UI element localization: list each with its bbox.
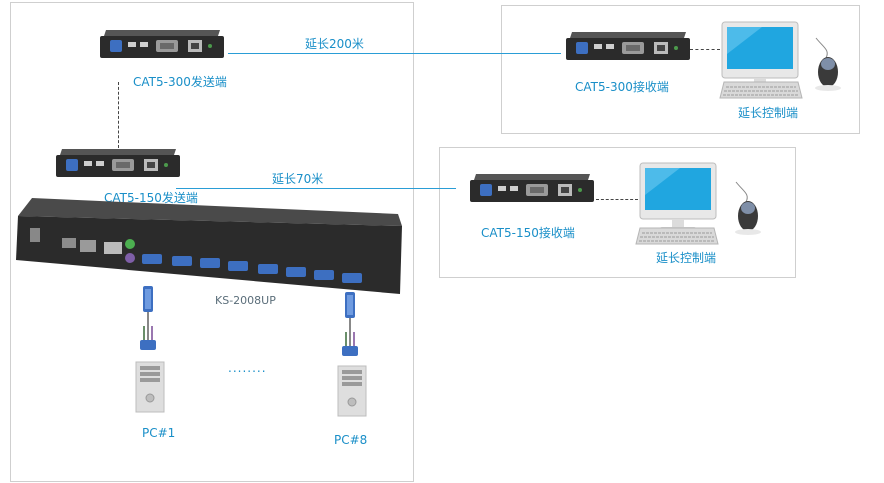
pc1-label: PC#1 — [142, 426, 176, 440]
dash-link-tx300-tx150 — [118, 82, 119, 148]
receiver-300-panel — [501, 5, 860, 134]
keyboard-icon — [635, 227, 719, 245]
tx300-label: CAT5-300发送端 — [133, 75, 227, 89]
monitor-2 — [639, 162, 717, 233]
pc-tower-icon — [135, 361, 165, 413]
dash-link-rx150-console — [596, 199, 638, 200]
kvm-extender-icon — [566, 32, 690, 60]
pc-tower-icon — [337, 365, 367, 417]
distance-70-label: 延长70米 — [272, 172, 324, 186]
rx150-label: CAT5-150接收端 — [481, 226, 575, 240]
mouse-icon — [734, 181, 762, 236]
kvm-switch — [14, 198, 402, 296]
keyboard-icon — [719, 81, 803, 99]
receiver-150-panel — [439, 147, 796, 278]
tx150-label: CAT5-150发送端 — [104, 191, 198, 205]
monitor-icon — [639, 162, 717, 233]
kvm-extender-icon — [470, 174, 594, 202]
mouse-1 — [814, 37, 846, 94]
pc-1 — [135, 361, 165, 414]
kvm-switch-icon — [16, 198, 402, 294]
cat5-300-receiver — [566, 32, 690, 62]
mouse-2 — [734, 181, 766, 238]
cable-pc1 — [139, 285, 160, 352]
rx300-label: CAT5-300接收端 — [575, 80, 669, 94]
cat5-300-transmitter — [100, 30, 224, 60]
link-line-200m — [228, 53, 561, 54]
switch-model-label: KS-2008UP — [215, 294, 276, 307]
mouse-icon — [814, 37, 842, 92]
kvm-extender-icon — [100, 30, 224, 58]
keyboard-2 — [635, 227, 719, 245]
kvm-extender-icon — [56, 149, 180, 177]
keyboard-1 — [719, 81, 803, 99]
pc-8 — [337, 365, 367, 418]
kvm-cable-icon — [341, 291, 359, 357]
pc8-label: PC#8 — [334, 433, 368, 447]
cat5-150-receiver — [470, 174, 594, 204]
console-1-label: 延长控制端 — [738, 106, 799, 120]
cable-pc8 — [341, 291, 362, 358]
link-line-70m — [176, 188, 456, 189]
console-2-label: 延长控制端 — [656, 251, 717, 265]
kvm-cable-icon — [139, 285, 157, 351]
dash-link-rx300-console — [690, 49, 720, 50]
cat5-150-transmitter — [56, 149, 180, 179]
ellipsis-label: ........ — [228, 361, 267, 375]
distance-200-label: 延长200米 — [305, 37, 364, 51]
